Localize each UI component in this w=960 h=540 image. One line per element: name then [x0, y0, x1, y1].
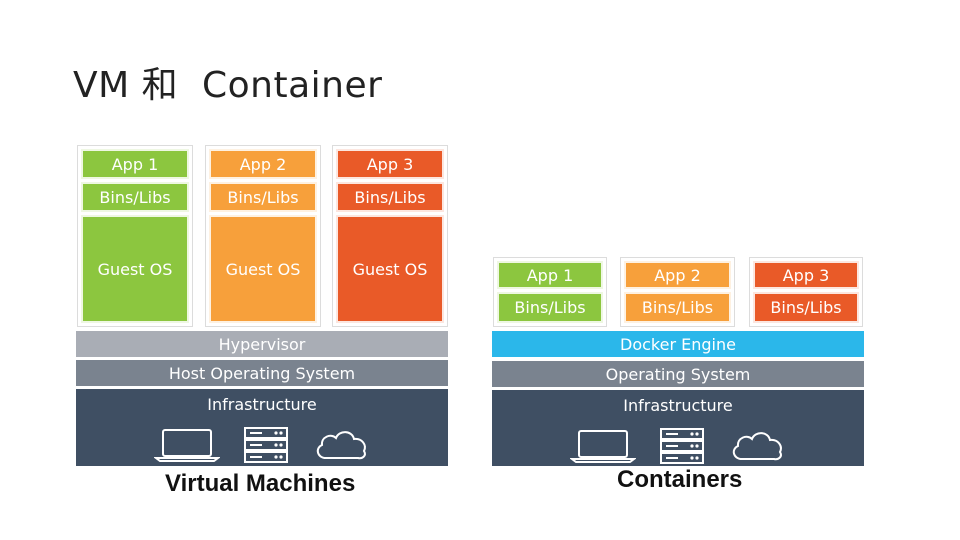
vm-app3-libs: Bins/Libs — [336, 182, 444, 212]
ct-stack-app3: App 3 Bins/Libs — [749, 257, 863, 327]
ct-app2-label: App 2 — [624, 261, 731, 289]
ct-app3-label: App 3 — [753, 261, 859, 289]
hypervisor-layer: Hypervisor — [76, 331, 448, 357]
ct-infra-icons — [570, 427, 786, 465]
ct-app3-libs: Bins/Libs — [753, 292, 859, 323]
vm-stack-app3: App 3 Bins/Libs Guest OS — [332, 145, 448, 327]
server-icon — [244, 427, 288, 463]
laptop-icon — [154, 429, 220, 462]
ct-stack-app1: App 1 Bins/Libs — [493, 257, 607, 327]
ct-stack-app2: App 2 Bins/Libs — [620, 257, 735, 327]
server-icon — [660, 428, 704, 464]
vm-app1-label: App 1 — [81, 149, 189, 179]
vm-caption: Virtual Machines — [165, 470, 356, 497]
vm-app2-label: App 2 — [209, 149, 317, 179]
cloud-icon — [316, 431, 366, 460]
ct-app1-label: App 1 — [497, 261, 603, 289]
ct-infrastructure-label: Infrastructure — [623, 396, 733, 415]
ct-app1-libs: Bins/Libs — [497, 292, 603, 323]
vm-app1-guest-os: Guest OS — [81, 215, 189, 323]
ct-infrastructure-layer: Infrastructure — [492, 390, 864, 466]
vm-infra-icons — [154, 426, 370, 464]
docker-engine-layer: Docker Engine — [492, 331, 864, 357]
vm-app3-guest-os: Guest OS — [336, 215, 444, 323]
vm-diagram: App 1 Bins/Libs Guest OS App 2 Bins/Libs… — [76, 145, 448, 466]
vm-app1-libs: Bins/Libs — [81, 182, 189, 212]
host-os-layer: Host Operating System — [76, 360, 448, 386]
vm-app3-label: App 3 — [336, 149, 444, 179]
containers-caption: Containers — [617, 466, 743, 493]
container-os-layer: Operating System — [492, 361, 864, 387]
laptop-icon — [570, 430, 636, 463]
ct-app2-libs: Bins/Libs — [624, 292, 731, 323]
containers-diagram: App 1 Bins/Libs App 2 Bins/Libs App 3 Bi… — [492, 257, 864, 466]
vm-infrastructure-layer: Infrastructure — [76, 389, 448, 466]
vm-stack-app1: App 1 Bins/Libs Guest OS — [77, 145, 193, 327]
cloud-icon — [732, 432, 782, 461]
slide-title: VM 和 Container — [73, 65, 383, 106]
vm-app2-guest-os: Guest OS — [209, 215, 317, 323]
vm-infrastructure-label: Infrastructure — [207, 395, 317, 414]
vm-stack-app2: App 2 Bins/Libs Guest OS — [205, 145, 321, 327]
vm-app2-libs: Bins/Libs — [209, 182, 317, 212]
